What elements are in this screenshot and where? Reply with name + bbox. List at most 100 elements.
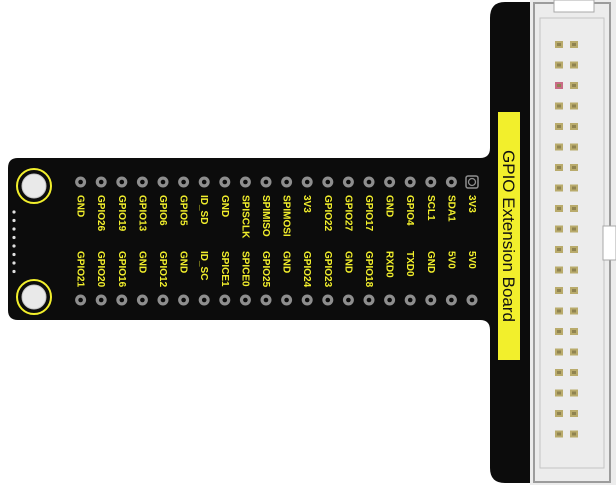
connector-pin bbox=[570, 225, 578, 233]
connector-pin bbox=[570, 307, 578, 315]
pin-label-row-bottom: 5V05V0GNDTXD0RXD0GPIO18GNDGPIO23GPIO24GN… bbox=[75, 251, 477, 288]
pad bbox=[75, 176, 87, 188]
pad bbox=[342, 294, 354, 306]
connector-pin bbox=[555, 389, 563, 397]
board-title-strip: GPIO Extension Board bbox=[498, 112, 520, 360]
pin-label: GPIO12 bbox=[157, 251, 168, 288]
pad bbox=[198, 294, 210, 306]
pin-label: GND bbox=[384, 195, 395, 217]
edge-dotted-line bbox=[12, 210, 16, 274]
pin-label: SPIMISO bbox=[260, 195, 271, 237]
dot bbox=[12, 252, 16, 257]
pin-label-row-top: 3V3SDA1SCL1GPIO4GNDGPIO17GPIO27GPIO223V3… bbox=[75, 195, 477, 239]
pin-label: GPIO20 bbox=[95, 251, 106, 288]
connector-pin bbox=[570, 430, 578, 438]
dot bbox=[12, 218, 16, 223]
connector-pin bbox=[570, 287, 578, 294]
connector-pin bbox=[570, 143, 578, 151]
connector-pin bbox=[570, 246, 578, 253]
pad bbox=[136, 294, 148, 306]
pad bbox=[136, 176, 148, 188]
pin-label: GPIO17 bbox=[363, 195, 374, 232]
dot bbox=[12, 210, 16, 214]
pad bbox=[157, 176, 169, 188]
pin-label: SPIMOSI bbox=[281, 195, 292, 237]
connector-pin bbox=[570, 205, 578, 212]
dot bbox=[12, 261, 16, 265]
pad bbox=[260, 176, 272, 188]
pin-label: GND bbox=[281, 251, 292, 273]
pin-label: GPIO18 bbox=[363, 251, 374, 288]
pad bbox=[384, 176, 396, 188]
pin-label: GND bbox=[342, 251, 353, 273]
pin-label: ID_SC bbox=[198, 251, 209, 280]
connector-pin bbox=[570, 123, 578, 130]
pad bbox=[178, 294, 190, 306]
pad bbox=[404, 176, 416, 188]
pad bbox=[342, 176, 354, 188]
pad-row-bottom bbox=[75, 294, 478, 306]
pad bbox=[116, 176, 128, 188]
connector-pin bbox=[555, 184, 563, 192]
pad bbox=[281, 294, 293, 306]
pin-label: GPIO13 bbox=[136, 195, 147, 232]
pad bbox=[219, 176, 231, 188]
pad bbox=[157, 294, 169, 306]
pin-label: GPIO22 bbox=[322, 195, 333, 232]
pad bbox=[384, 294, 396, 306]
pad bbox=[301, 294, 313, 306]
connector-pin bbox=[555, 246, 563, 253]
connector-pin bbox=[570, 266, 578, 274]
pad bbox=[260, 294, 272, 306]
pin-label: GND bbox=[178, 251, 189, 273]
pin-label: RXD0 bbox=[384, 251, 395, 278]
pin-label: GND bbox=[219, 195, 230, 217]
pad bbox=[178, 176, 190, 188]
pad-row-top bbox=[75, 175, 479, 189]
connector-pin bbox=[570, 82, 578, 89]
connector-pin bbox=[555, 430, 563, 438]
pcb-outline bbox=[8, 2, 530, 483]
pin-label: SDA1 bbox=[445, 195, 456, 222]
pin-label: SCL1 bbox=[425, 195, 436, 221]
pad bbox=[239, 294, 251, 306]
pin-label: SPICE0 bbox=[239, 251, 250, 287]
pad bbox=[466, 294, 478, 306]
connector-pin bbox=[555, 102, 563, 110]
connector-pin bbox=[555, 41, 563, 48]
pad bbox=[281, 176, 293, 188]
pin-label: 3V3 bbox=[466, 195, 477, 213]
connector-pin bbox=[570, 328, 578, 335]
connector-pin bbox=[555, 164, 563, 171]
pin-label: GND bbox=[425, 251, 436, 273]
pad bbox=[404, 294, 416, 306]
pin-label: GPIO19 bbox=[116, 195, 127, 232]
dot bbox=[12, 269, 16, 274]
connector-pin bbox=[570, 184, 578, 192]
pad bbox=[198, 176, 210, 188]
idc-connector bbox=[530, 0, 616, 485]
pad bbox=[322, 176, 334, 188]
connector-pin bbox=[555, 143, 563, 151]
pad bbox=[75, 294, 87, 306]
pin-label: GPIO26 bbox=[95, 195, 106, 232]
pad bbox=[425, 294, 437, 306]
connector-pin bbox=[555, 369, 563, 376]
connector-pin bbox=[555, 225, 563, 233]
pad bbox=[465, 175, 479, 189]
pad bbox=[95, 294, 107, 306]
connector-pin bbox=[555, 307, 563, 315]
pin-label: GPIO6 bbox=[157, 195, 168, 226]
pad bbox=[116, 294, 128, 306]
connector-pin-grid bbox=[555, 41, 578, 438]
pad bbox=[95, 176, 107, 188]
pad bbox=[219, 294, 231, 306]
dot bbox=[12, 244, 16, 248]
connector-pin bbox=[570, 389, 578, 397]
pad bbox=[425, 176, 437, 188]
pin-label: GPIO4 bbox=[404, 195, 415, 226]
connector-pin bbox=[570, 41, 578, 48]
pin-label: GPIO24 bbox=[301, 251, 312, 288]
pad bbox=[445, 294, 457, 306]
